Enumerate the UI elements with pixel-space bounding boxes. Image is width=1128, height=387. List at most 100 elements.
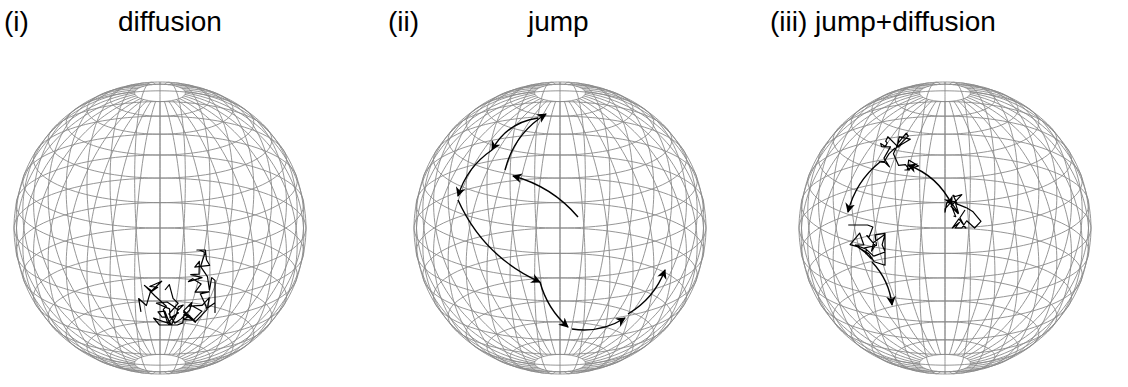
- jump-arrow: [628, 270, 665, 314]
- grid-line: [819, 97, 923, 367]
- grid-line: [510, 101, 551, 373]
- grid-line: [535, 82, 556, 354]
- grid-line: [16, 155, 304, 253]
- jump-arrow: [540, 282, 568, 327]
- grid-line: [920, 354, 971, 371]
- sphere-grid: [414, 82, 706, 374]
- grid-line: [16, 94, 135, 364]
- grid-line: [808, 228, 1082, 322]
- jump-arrow: [848, 162, 880, 212]
- grid-line: [851, 91, 1039, 155]
- grid-line: [448, 278, 672, 355]
- jump-arrow: [458, 200, 540, 282]
- grid-line: [434, 89, 538, 359]
- grid-line: [895, 101, 936, 373]
- jump-arrow: [572, 318, 625, 330]
- sphere-grid: [14, 82, 306, 374]
- grid-line: [448, 102, 672, 179]
- panel-label: (iii) jump+diffusion: [770, 8, 996, 36]
- grid-line: [416, 91, 535, 361]
- grid-line: [185, 93, 306, 363]
- grid-line: [573, 84, 633, 355]
- grid-line: [466, 91, 654, 155]
- grid-line: [48, 102, 272, 179]
- grid-line: [801, 94, 920, 364]
- grid-line: [945, 82, 946, 354]
- grid-line: [970, 94, 1089, 364]
- grid-line: [34, 97, 138, 367]
- diffusion-path: [945, 195, 981, 228]
- grid-line: [585, 94, 704, 364]
- grid-line: [487, 84, 633, 134]
- grid-line: [535, 84, 586, 101]
- grid-line: [920, 101, 941, 373]
- grid-line: [560, 82, 561, 354]
- grid-line: [164, 82, 185, 354]
- grid-line: [799, 93, 920, 363]
- diffusion-path: [879, 133, 918, 170]
- grid-line: [434, 116, 687, 202]
- grid-line: [16, 91, 135, 361]
- grid-line: [185, 91, 304, 361]
- grid-line: [564, 101, 585, 373]
- grid-line: [833, 278, 1057, 355]
- grid-line: [34, 253, 287, 339]
- grid-line: [510, 82, 610, 116]
- sphere-grid: [799, 82, 1091, 374]
- grid-line: [958, 84, 1018, 355]
- grid-line: [173, 84, 233, 355]
- grid-line: [801, 203, 1089, 301]
- jump-arrow: [458, 150, 492, 196]
- grid-line: [920, 84, 971, 101]
- grid-line: [185, 94, 304, 364]
- grid-line: [585, 93, 706, 363]
- grid-line: [23, 134, 297, 228]
- grid-line: [110, 82, 210, 116]
- grid-line: [970, 93, 1091, 363]
- grid-line: [182, 97, 286, 367]
- grid-line: [967, 89, 1071, 359]
- grid-line: [16, 203, 304, 301]
- jump-arrow: [505, 114, 546, 170]
- grid-line: [434, 253, 687, 339]
- grid-line: [135, 84, 186, 101]
- grid-line: [87, 100, 147, 371]
- grid-line: [34, 116, 287, 202]
- grid-line: [135, 354, 186, 371]
- grid-line: [34, 89, 138, 359]
- grid-line: [66, 91, 254, 155]
- jump-arrow: [908, 165, 952, 205]
- grid-line: [182, 89, 286, 359]
- grid-line: [808, 134, 1082, 228]
- grid-line: [135, 101, 156, 373]
- grid-line: [920, 82, 941, 354]
- grid-line: [423, 134, 697, 228]
- grid-line: [110, 101, 151, 373]
- grid-line: [582, 89, 686, 359]
- grid-line: [535, 101, 556, 373]
- jump-arrow: [513, 176, 578, 217]
- grid-line: [564, 82, 585, 354]
- grid-line: [954, 83, 995, 355]
- grid-line: [169, 83, 210, 355]
- grid-line: [819, 253, 1072, 339]
- diffusion-path: [139, 250, 215, 325]
- grid-line: [535, 354, 586, 371]
- grid-line: [23, 228, 297, 322]
- panel-label: (i): [4, 8, 29, 36]
- jump-arrow: [492, 118, 538, 150]
- panel-label: jump: [528, 8, 589, 36]
- grid-line: [14, 93, 135, 363]
- grid-line: [135, 82, 156, 354]
- grid-line: [833, 102, 1057, 179]
- grid-line: [949, 101, 970, 373]
- grid-line: [801, 91, 920, 361]
- grid-line: [819, 89, 923, 359]
- grid-line: [872, 84, 1018, 134]
- grid-line: [434, 97, 538, 367]
- grid-line: [487, 322, 633, 372]
- grid-line: [48, 278, 272, 355]
- grid-line: [569, 83, 610, 355]
- grid-line: [582, 97, 686, 367]
